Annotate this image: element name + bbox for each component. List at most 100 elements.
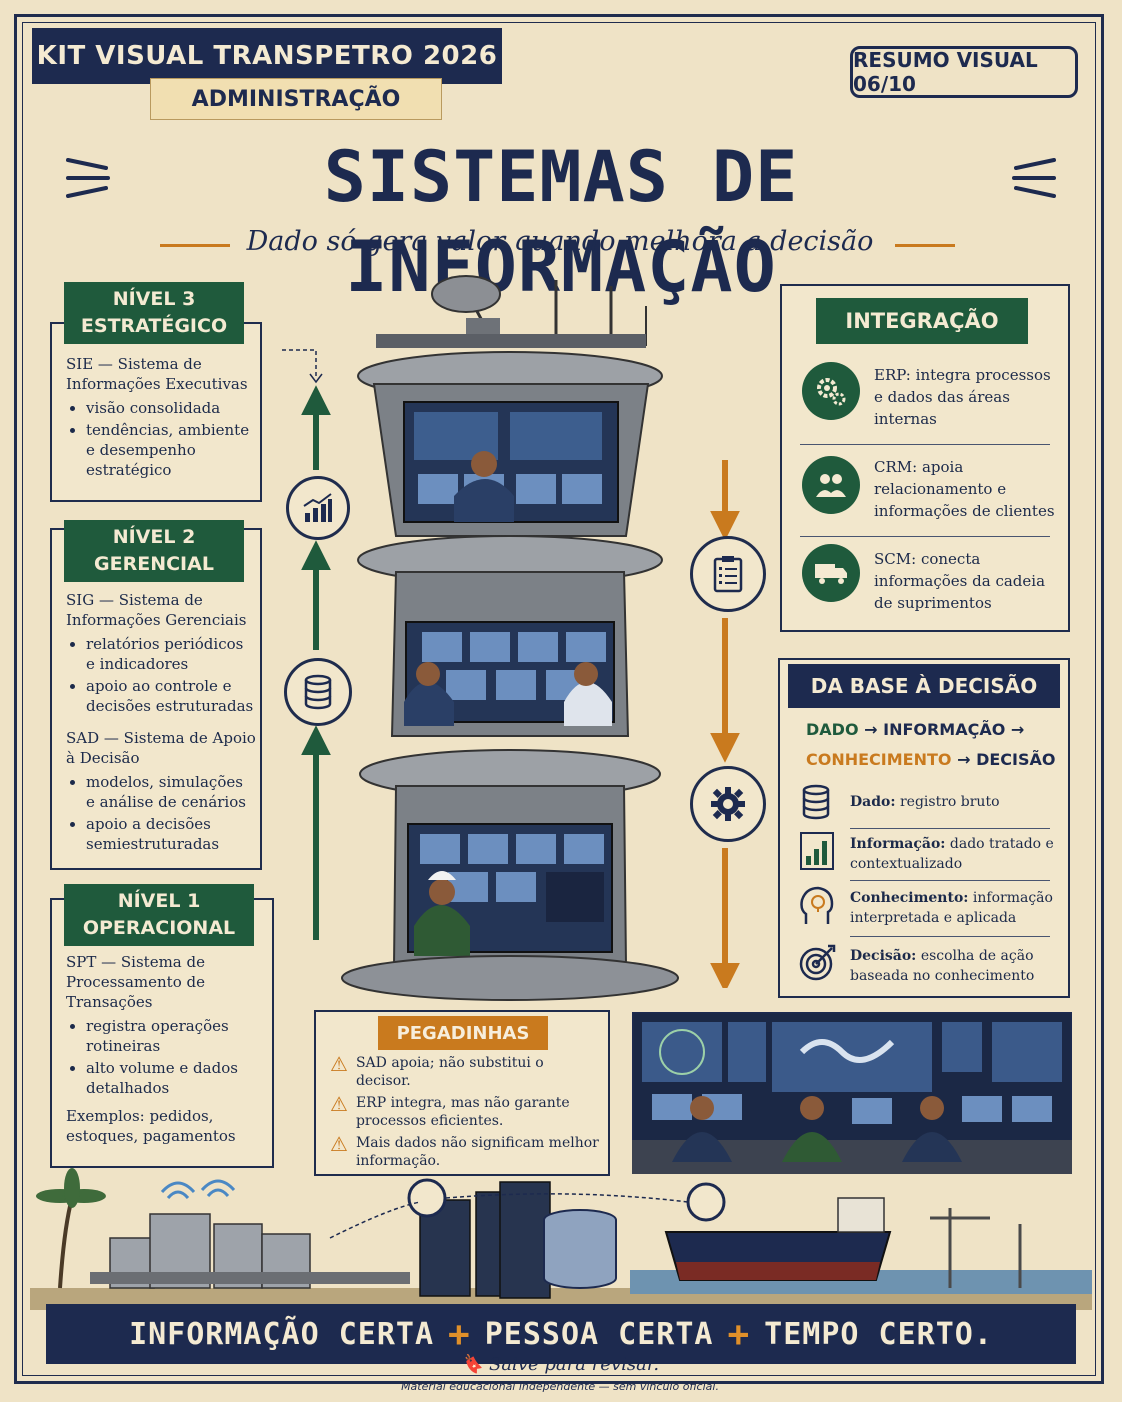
outer-frame <box>14 14 1104 1384</box>
erp-text: integra processos e dados das áreas inte… <box>874 366 1051 428</box>
level2-content: SIG — Sistema de Informações Gerenciais … <box>66 590 256 856</box>
area-text: ADMINISTRAÇÃO <box>191 86 401 112</box>
base-item-conhecimento: Conhecimento: informação interpretada e … <box>850 888 1060 928</box>
downward-arrow-flow <box>690 458 760 993</box>
level3-banner: NÍVEL 3 ESTRATÉGICO <box>64 282 244 344</box>
level1-banner: NÍVEL 1 OPERACIONAL <box>64 884 254 946</box>
database-icon <box>284 658 352 726</box>
flow-arrow-2: → <box>1010 720 1025 739</box>
integration-divider-1 <box>800 444 1050 445</box>
flow-arrow-1: → <box>864 720 884 739</box>
warning-icon: ⚠ <box>330 1052 348 1076</box>
scm-label: SCM: <box>874 550 917 568</box>
people-icon <box>802 456 860 514</box>
flow-dado: DADO <box>806 720 859 739</box>
informacao-text: dado tratado e contextualizado <box>850 836 1054 872</box>
inner-frame <box>22 22 1096 1376</box>
spt-examples: Exemplos: pedidos, estoques, pagamentos <box>66 1107 236 1145</box>
title-deco-right <box>1008 150 1058 204</box>
traps-banner: PEGADINHAS <box>378 1016 548 1050</box>
save-text: Salve para revisar. <box>488 1354 660 1375</box>
integration-title: INTEGRAÇÃO <box>845 309 999 333</box>
trap-text-2: ERP integra, mas não garante processos e… <box>355 1095 570 1129</box>
traps-title: PEGADINHAS <box>396 1022 530 1044</box>
erp-label: ERP: <box>874 366 911 384</box>
integration-divider-2 <box>800 536 1050 537</box>
sig-bullet-2: apoio ao controle e decisões estruturada… <box>86 676 256 716</box>
crm-label: CRM: <box>874 458 918 476</box>
dado-label: Dado: <box>850 794 896 810</box>
spt-bullet-2: alto volume e dados detalhados <box>86 1058 266 1098</box>
informacao-label: Informação: <box>850 836 946 852</box>
level1-title2: OPERACIONAL <box>82 917 236 939</box>
level3-title2: ESTRATÉGICO <box>80 315 228 337</box>
flow-informacao: INFORMAÇÃO <box>883 720 1006 739</box>
decisao-text: escolha de ação baseada no conhecimento <box>850 948 1035 984</box>
gear-icon <box>690 766 766 842</box>
traps-list: ⚠ SAD apoia; não substitui o decisor. ⚠ … <box>330 1054 600 1170</box>
sad-bullet-1: modelos, simulações e análise de cenário… <box>86 772 256 812</box>
plus-icon: + <box>448 1313 471 1355</box>
warning-icon: ⚠ <box>330 1132 348 1156</box>
sad-bullet-2: apoio a decisões semiestruturadas <box>86 814 256 854</box>
footer-word-2: PESSOA CERTA <box>484 1316 714 1352</box>
base-divider-2 <box>850 880 1050 881</box>
control-tower-illustration <box>336 266 684 1014</box>
database-icon <box>800 784 832 824</box>
crm-item: CRM: apoia relacionamento e informações … <box>874 456 1060 522</box>
base-divider-1 <box>850 828 1050 829</box>
crm-text: apoia relacionamento e informações de cl… <box>874 458 1055 520</box>
footer-banner: INFORMAÇÃO CERTA + PESSOA CERTA + TEMPO … <box>46 1304 1076 1364</box>
level2-title1: NÍVEL 2 <box>112 526 196 548</box>
dado-text: registro bruto <box>899 794 1000 810</box>
base-banner: DA BASE À DECISÃO <box>788 664 1060 708</box>
plus-icon: + <box>727 1313 751 1355</box>
spt-bullet-1: registra operações rotineiras <box>86 1016 266 1056</box>
level1-content: SPT — Sistema de Processamento de Transa… <box>66 952 266 1146</box>
base-item-decisao: Decisão: escolha de ação baseada no conh… <box>850 946 1060 986</box>
truck-icon <box>802 544 860 602</box>
flow-line-1: DADO → INFORMAÇÃO → <box>806 720 1046 739</box>
flow-conhecimento: CONHECIMENTO <box>806 750 952 769</box>
conhecimento-text: informação interpretada e aplicada <box>850 890 1053 926</box>
scm-text: conecta informações da cadeia de suprime… <box>874 550 1046 612</box>
scm-item: SCM: conecta informações da cadeia de su… <box>874 548 1060 614</box>
trap-text-1: SAD apoia; não substitui o decisor. <box>355 1055 544 1089</box>
page-subtitle: Dado só gera valor quando melhora a deci… <box>246 226 874 257</box>
flow-decisao: DECISÃO <box>976 750 1056 769</box>
sie-bullet-2: tendências, ambiente e desempenho estrat… <box>86 420 256 480</box>
footer-word-3: TEMPO CERTO. <box>764 1316 993 1352</box>
flow-arrow-3: → <box>957 750 977 769</box>
level2-box <box>50 528 262 870</box>
disclaimer: Material educacional independente — sem … <box>401 1380 719 1393</box>
flow-line-2: CONHECIMENTO → DECISÃO <box>806 750 1056 769</box>
trap-item-1: ⚠ SAD apoia; não substitui o decisor. <box>330 1054 600 1090</box>
gears-icon <box>802 362 860 420</box>
industrial-landscape-illustration <box>30 1158 1092 1314</box>
base-item-informacao: Informação: dado tratado e contextualiza… <box>850 834 1060 874</box>
base-item-dado: Dado: registro bruto <box>850 794 1060 810</box>
sig-name: SIG — Sistema de Informações Gerenciais <box>66 591 247 629</box>
base-title: DA BASE À DECISÃO <box>810 674 1038 698</box>
save-note: 🔖 Salve para revisar. <box>400 1354 720 1375</box>
level3-content: SIE — Sistema de Informações Executivas … <box>66 354 256 482</box>
trap-item-2: ⚠ ERP integra, mas não garante processos… <box>330 1094 600 1130</box>
level2-title2: GERENCIAL <box>94 553 214 575</box>
kit-title: KIT VISUAL TRANSPETRO 2026 <box>36 41 498 71</box>
subtitle-line-right <box>895 244 955 247</box>
sie-bullet-1: visão consolidada <box>86 398 256 418</box>
resumo-text: RESUMO VISUAL 06/10 <box>853 48 1038 96</box>
erp-item: ERP: integra processos e dados das áreas… <box>874 364 1060 430</box>
resumo-badge: RESUMO VISUAL 06/10 <box>850 46 1078 98</box>
trap-item-3: ⚠ Mais dados não significam melhor infor… <box>330 1134 600 1170</box>
level1-title1: NÍVEL 1 <box>117 890 201 912</box>
kit-banner: KIT VISUAL TRANSPETRO 2026 <box>32 28 502 84</box>
subtitle-line-left <box>160 244 230 247</box>
page-title: SISTEMAS DE INFORMAÇÃO <box>323 136 799 308</box>
upward-arrow-flow <box>282 340 352 954</box>
area-label: ADMINISTRAÇÃO <box>150 78 442 120</box>
conhecimento-label: Conhecimento: <box>850 890 969 906</box>
growth-chart-icon <box>286 476 350 540</box>
bookmark-icon: 🔖 <box>460 1354 484 1375</box>
sie-name: SIE — Sistema de Informações Executivas <box>66 355 248 393</box>
